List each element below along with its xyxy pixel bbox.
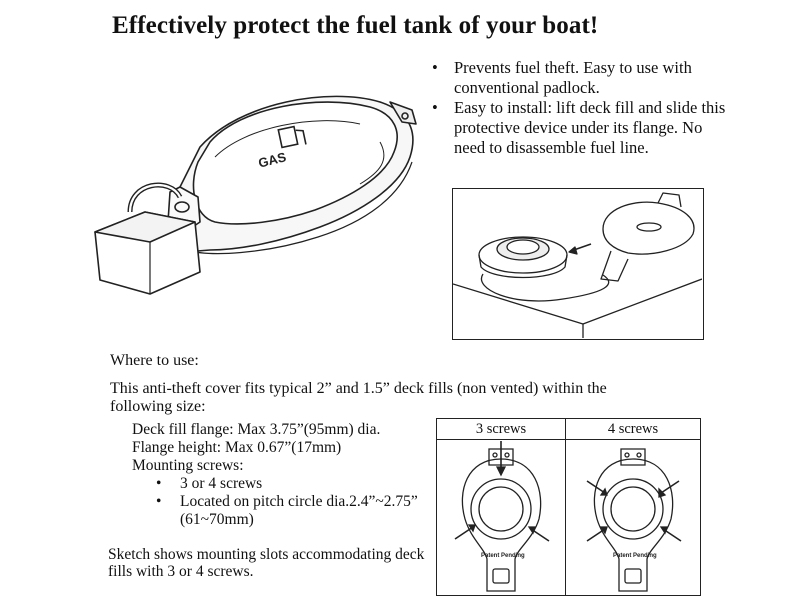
patent-label: Patent Pending <box>613 553 657 559</box>
sketch-note: Sketch shows mounting slots accommodatin… <box>108 546 425 580</box>
patent-label: Patent Pending <box>481 553 525 559</box>
screws-table: 3 screws 4 screws Patent Pending <box>436 418 701 596</box>
table-divider <box>565 419 566 595</box>
fuel-pump-icon <box>277 125 307 149</box>
bullet-icon: • <box>432 98 438 117</box>
bullet-icon: • <box>156 493 162 510</box>
pitch-mm: (61~70mm) <box>180 511 254 528</box>
product-illustration: GAS <box>94 95 417 295</box>
four-screw-sketch: Patent Pending <box>586 448 682 592</box>
feature-list: • Prevents fuel theft. Easy to use with … <box>430 58 730 158</box>
bullet-icon: • <box>432 58 438 77</box>
column-header-3-screws: 3 screws <box>475 421 527 437</box>
where-to-use-heading: Where to use: <box>110 352 199 369</box>
fits-description: This anti-theft cover fits typical 2” an… <box>110 380 607 415</box>
spec-screws-label: Mounting screws: <box>132 457 244 474</box>
cover-gas-label: GAS <box>257 149 288 170</box>
bullet-icon: • <box>156 475 162 492</box>
page-title: Effectively protect the fuel tank of you… <box>112 12 599 39</box>
feature-item: • Easy to install: lift deck fill and sl… <box>432 98 726 157</box>
spec-height: Flange height: Max 0.67”(17mm) <box>132 439 342 456</box>
cover-dome <box>192 101 398 225</box>
three-screw-sketch: Patent Pending <box>454 441 550 592</box>
spec-flange: Deck fill flange: Max 3.75”(95mm) dia. <box>132 421 381 438</box>
table-divider <box>437 439 700 440</box>
installation-diagram <box>452 188 704 340</box>
feature-item: • Prevents fuel theft. Easy to use with … <box>432 58 692 97</box>
column-header-4-screws: 4 screws <box>607 421 659 437</box>
